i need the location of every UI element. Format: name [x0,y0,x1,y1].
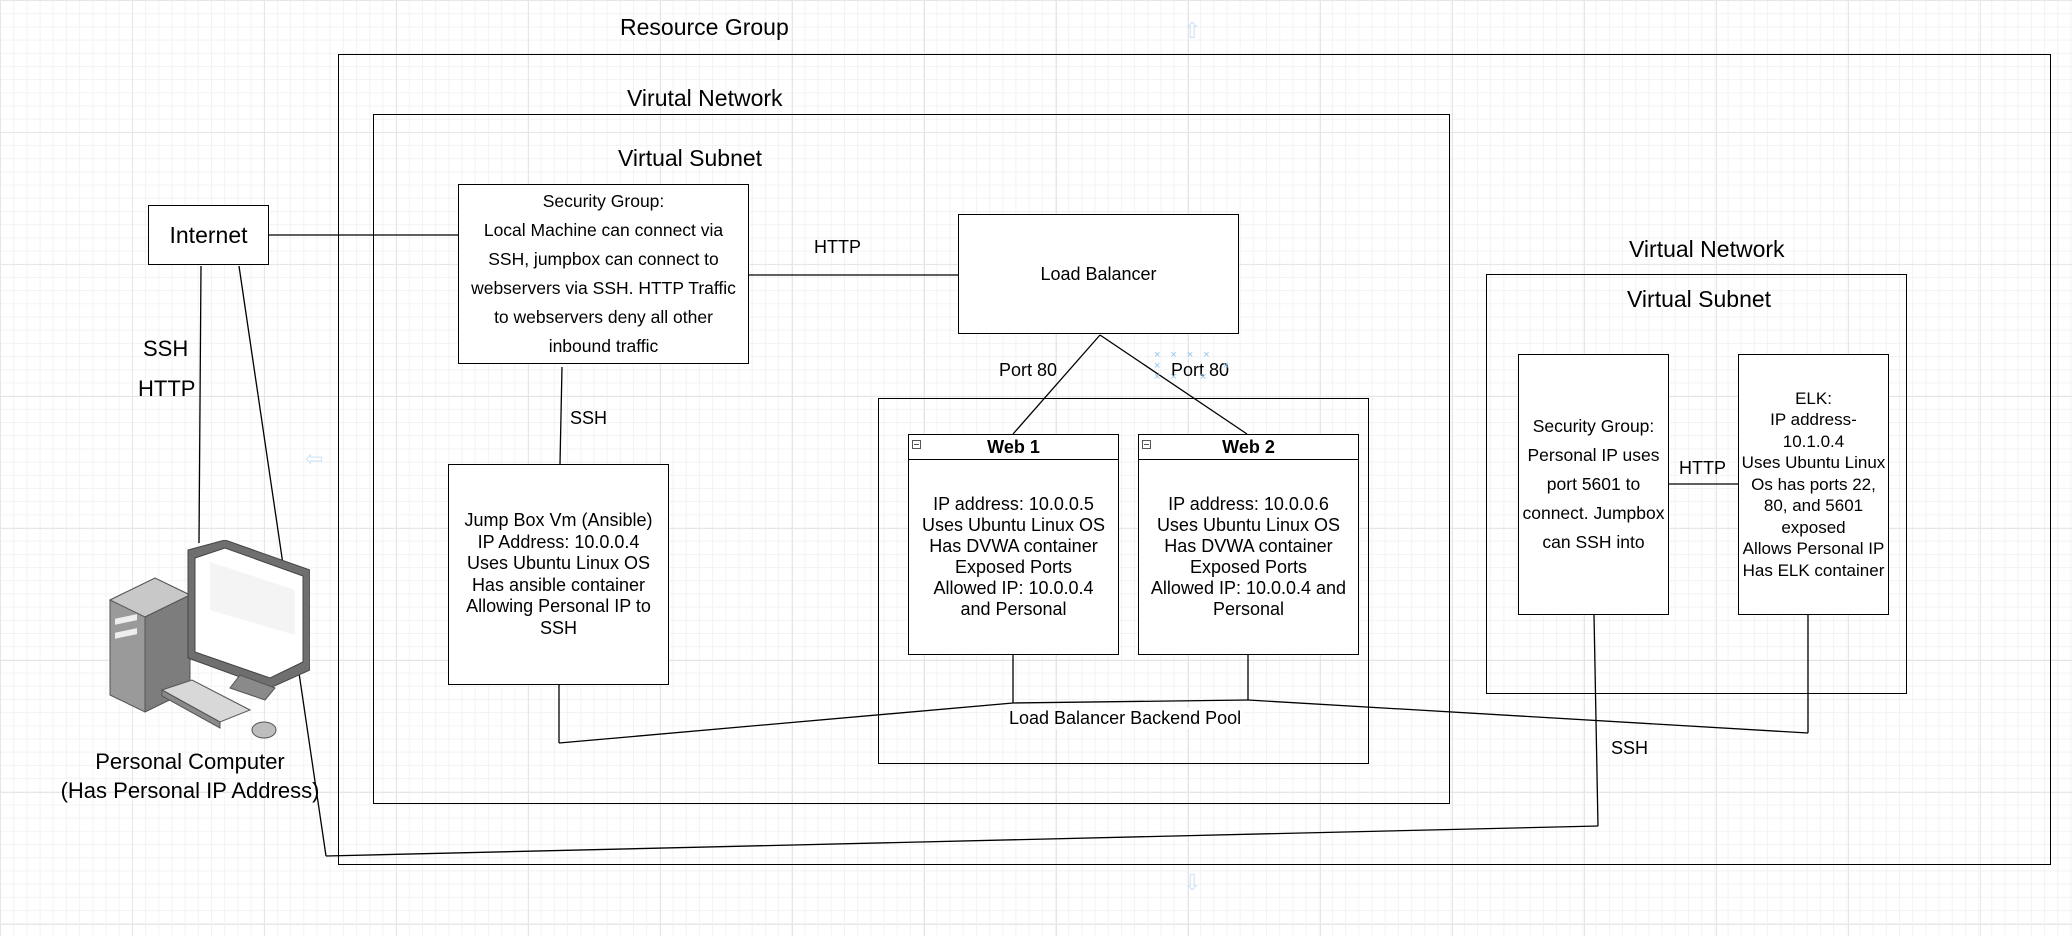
resource-group[interactable] [338,54,2051,865]
jumpbox-vm-text: Jump Box Vm (Ansible) IP Address: 10.0.0… [464,510,653,638]
web2-node[interactable]: Web 2 IP address: 10.0.0.6 Uses Ubuntu L… [1138,434,1359,655]
port-label-web1: Port 80 [999,360,1058,380]
port-label-web2: Port 80 [1171,360,1230,380]
resource-group-label: Resource Group [620,14,789,40]
desktop-computer-icon [108,540,310,739]
canvas-arrow-left-icon: ⇦ [305,446,324,471]
security-group-vnet2[interactable]: Security Group: Personal IP uses port 56… [1518,354,1669,615]
personal-computer-caption: Personal Computer (Has Personal IP Addre… [60,749,320,803]
elk-node[interactable]: ELK: IP address- 10.1.0.4 Uses Ubuntu Li… [1738,354,1889,615]
http-label-vnet2: HTTP [1679,458,1726,478]
web2-title: Web 2 [1139,435,1358,460]
backend-pool-label: Load Balancer Backend Pool [1007,708,1244,729]
load-balancer-label: Load Balancer [1040,263,1157,284]
vnet2-container[interactable] [1486,274,1907,694]
backend-pool-container[interactable] [878,398,1369,764]
canvas-arrow-down-icon: ⇩ [1183,870,1202,895]
selection-handles-icon: ××××× ××× × [1154,349,1240,383]
vnet1-subnet-label: Virtual Subnet [618,145,763,171]
internet-label: Internet [169,221,248,248]
web2-body: IP address: 10.0.0.6 Uses Ubuntu Linux O… [1150,493,1347,619]
vnet2-label: Virtual Network [1629,236,1785,262]
security-group-vnet1-text: Security Group: Local Machine can connec… [471,191,736,356]
left-http-label: HTTP [138,376,196,401]
internet-node[interactable]: Internet [148,205,269,265]
jumpbox-vm-node[interactable]: Jump Box Vm (Ansible) IP Address: 10.0.0… [448,464,669,685]
vnet1-label: Virutal Network [627,85,783,111]
left-ssh-label: SSH [143,336,189,361]
canvas-arrow-up-icon: ⇧ [1183,18,1202,43]
ssh-label-bottom: SSH [1611,738,1649,758]
vnet2-subnet-label: Virtual Subnet [1627,286,1772,312]
ssh-label-jumpbox: SSH [570,408,608,428]
web1-node[interactable]: Web 1 IP address: 10.0.0.5 Uses Ubuntu L… [908,434,1119,655]
collapse-icon[interactable] [912,440,921,449]
security-group-vnet2-text: Security Group: Personal IP uses port 56… [1522,416,1665,552]
http-label-vnet1: HTTP [814,237,861,257]
vnet1-container[interactable] [373,114,1450,804]
collapse-icon[interactable] [1142,440,1151,449]
security-group-vnet1[interactable]: Security Group: Local Machine can connec… [458,184,749,364]
web1-title: Web 1 [909,435,1118,460]
elk-text: ELK: IP address- 10.1.0.4 Uses Ubuntu Li… [1741,388,1886,580]
load-balancer-node[interactable]: Load Balancer [958,214,1239,334]
web1-body: IP address: 10.0.0.5 Uses Ubuntu Linux O… [921,493,1106,619]
